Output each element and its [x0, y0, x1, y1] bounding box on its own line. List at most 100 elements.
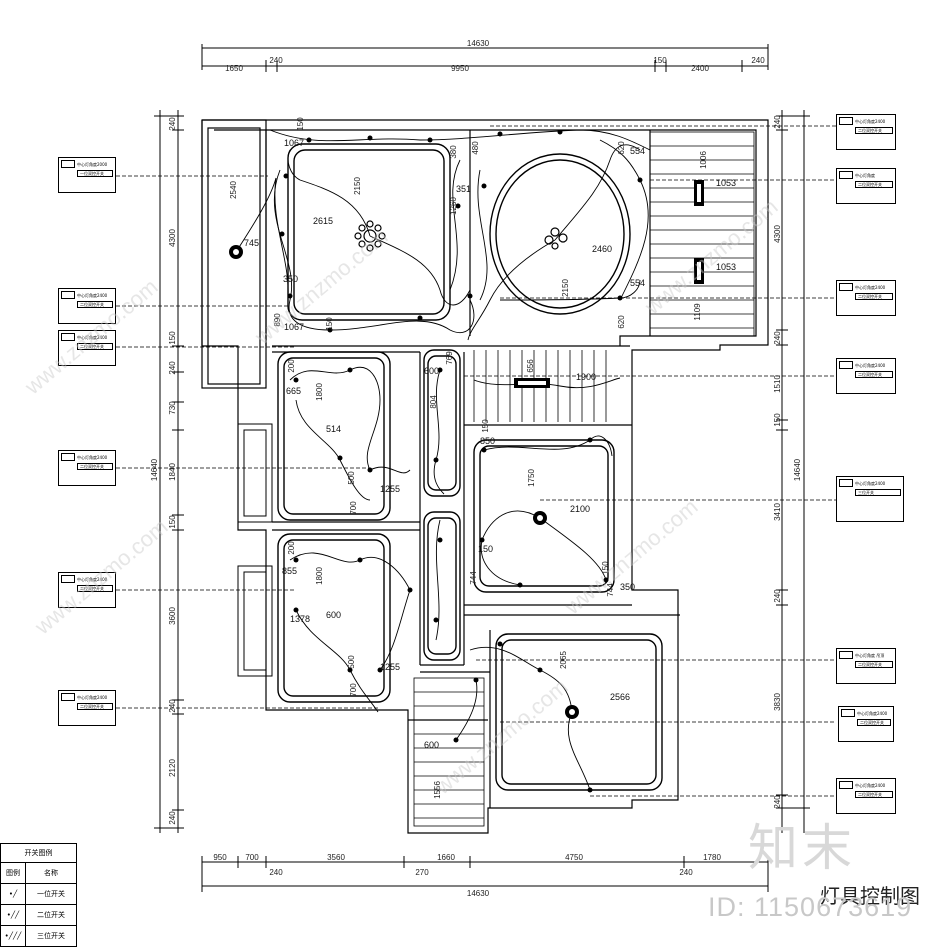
switch-tag-right-3: 中心灯角度2400 二位双控开关	[836, 280, 896, 316]
switch-tag-left-3: 中心灯角度2400 二位双控开关	[58, 330, 116, 366]
dim-left-total: 14640	[150, 458, 159, 481]
downlight-master-icon	[565, 705, 579, 719]
dim-left-9: 240	[168, 699, 177, 713]
room-dim-1067-top: 1067	[284, 138, 304, 148]
lamp-balcony-lower-icon	[694, 258, 704, 284]
dim-bottom-seg-5: 4750	[565, 853, 583, 862]
drawing-title: 灯具控制图	[820, 884, 920, 908]
room-dim-554-bottom: 554	[630, 278, 645, 288]
dim-bottom-seg-1: 950	[213, 853, 227, 862]
switch-icon	[839, 479, 853, 487]
legend-header-symbol: 图例	[1, 863, 26, 883]
room-dim-1006: 1006	[699, 151, 708, 169]
tag-switch-type: 二位双控开关	[855, 661, 893, 668]
tag-text: 中心灯角度2400	[77, 576, 108, 582]
switch-tag-right-1: 中心灯角度2400 二位双控开关	[836, 114, 896, 150]
room-dim-380: 380	[449, 145, 458, 159]
tag-text: 中心灯角度	[855, 172, 875, 178]
wiring-nodes	[279, 129, 643, 793]
downlight-bedroom2-icon	[533, 511, 547, 525]
switch-tag-right-6: 中心灯角度 吊顶 二位双控开关	[836, 648, 896, 684]
stair-hatch	[413, 677, 485, 827]
room-dim-1556: 1556	[433, 781, 442, 799]
switch-icon	[61, 453, 75, 461]
dim-top-f: 240	[751, 56, 765, 65]
room-dim-1255-bedroom3: 1255	[380, 662, 400, 672]
room-dim-769: 769	[445, 351, 454, 365]
lamp-corridor-icon	[514, 378, 550, 388]
room-dim-890: 890	[273, 313, 282, 327]
switch-icon	[61, 291, 75, 299]
dim-right-3: 240	[773, 331, 782, 345]
dim-bottom-seg-2: 700	[245, 853, 259, 862]
switch-icon	[61, 693, 75, 701]
dim-right-total: 14640	[793, 458, 802, 481]
tag-text: 中心灯角度2400	[77, 454, 108, 460]
switch-tag-left-5: 中心灯角度2400 二位双控开关	[58, 572, 116, 608]
switch-icon	[61, 575, 75, 583]
room-dim-600-stair: 600	[424, 740, 439, 750]
tag-text: 中心灯角度2400	[855, 362, 886, 368]
dim-right-6: 3410	[773, 503, 782, 521]
tag-text: 中心灯角度 吊顶	[855, 652, 885, 658]
dim-right-9: 240	[773, 795, 782, 809]
room-dim-150-bedroom2: 150	[481, 419, 490, 433]
ceiling-lamp-fixtures	[229, 180, 704, 719]
switch-tag-left-6: 中心灯角度2400 二位双控开关	[58, 690, 116, 726]
switch-tag-right-8: 中心灯角度2400 二位双控开关	[836, 778, 896, 814]
tag-switch-type: 二位双控开关	[855, 371, 893, 378]
dim-bottom-total: 14630	[467, 889, 490, 898]
room-dim-150-bottom: 150	[325, 317, 334, 331]
room-dim-620-bottom: 620	[617, 315, 626, 329]
dim-left-8: 3600	[168, 607, 177, 625]
dining-round-ceiling	[489, 153, 631, 315]
room-dim-1900: 1900	[576, 372, 596, 382]
dim-top-d: 150	[653, 56, 667, 65]
room-dim-150-b2-right: 150	[601, 561, 610, 575]
dim-left-4: 240	[168, 361, 177, 375]
legend-row-2: 二位开关	[37, 911, 65, 919]
room-dim-700-bedroom1: 700	[349, 501, 358, 515]
room-dim-554-top: 554	[630, 146, 645, 156]
room-dim-1750: 1750	[527, 469, 536, 487]
tag-switch-type: 二位双控开关	[77, 585, 113, 592]
room-dim-1067-bottom: 1067	[284, 322, 304, 332]
room-dim-514: 514	[326, 424, 341, 434]
room-dim-656: 656	[526, 359, 535, 373]
legend-row-3: 三位开关	[37, 932, 65, 940]
switch-icon	[839, 781, 853, 789]
master-ceiling-frame	[495, 633, 663, 791]
tag-switch-type: 二位双控开关	[77, 703, 113, 710]
dim-bottom-sub-3: 240	[679, 868, 693, 877]
tag-switch-type: 二位双控开关	[855, 127, 893, 134]
dim-bottom-seg-3: 3560	[327, 853, 345, 862]
tag-switch-type: 一位双控开关	[77, 170, 113, 177]
tag-switch-type: 三位开关	[855, 489, 901, 496]
switch-icon	[839, 651, 853, 659]
room-dim-2100: 2100	[570, 504, 590, 514]
room-dim-1053-bottom: 1053	[716, 262, 736, 272]
switch-legend-table: 开关图例 图例 名称 •╱ 一位开关 •╱╱ 二位开关 •╱╱╱ 三位开关	[0, 843, 77, 947]
tag-text: 中心灯角度2400	[857, 710, 888, 716]
dim-bottom-sub-1: 240	[269, 868, 283, 877]
room-dim-665: 665	[286, 386, 301, 396]
tag-switch-type: 二位双控开关	[77, 301, 113, 308]
lamp-balcony-upper-icon	[694, 180, 704, 206]
room-dim-2566: 2566	[610, 692, 630, 702]
bedroom2-ceiling-frame	[473, 439, 615, 593]
room-dim-600-corridor: 600	[424, 366, 439, 376]
switch-icon	[839, 361, 853, 369]
bedroom3-ceiling-frame	[277, 533, 391, 703]
room-dim-500-bedroom3: 500	[347, 655, 356, 669]
dim-right-4: 1510	[773, 375, 782, 393]
bedroom1-ceiling-frame	[277, 351, 391, 521]
dim-right-1: 240	[773, 115, 782, 129]
switch-icon	[841, 709, 855, 717]
room-dim-700-bedroom3: 700	[349, 683, 358, 697]
switch-icon	[839, 171, 853, 179]
dim-left-5: 730	[168, 401, 177, 415]
switch-tag-left-2: 中心灯角度2400 二位双控开关	[58, 288, 116, 324]
room-dim-150-b2-left: 150	[478, 544, 493, 554]
bay-windows	[237, 423, 273, 677]
tag-text: 中心灯角度2400	[855, 480, 886, 486]
